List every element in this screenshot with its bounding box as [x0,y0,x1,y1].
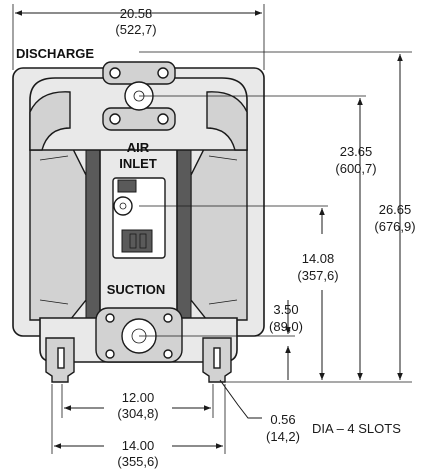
dim-slot-spacing-value: 12.00 [122,390,155,405]
dim-overall-height-value: 26.65 [379,202,412,217]
label-discharge: DISCHARGE [16,46,94,61]
dim-discharge-height-metric: (600,7) [335,161,376,176]
dim-suction-height-value: 3.50 [273,302,298,317]
dim-air-inlet-height-metric: (357,6) [297,268,338,283]
extension-lines [12,4,412,454]
dim-overall-height-metric: (676,9) [374,219,415,234]
dim-slot-spacing-metric: (304,8) [117,406,158,421]
dim-top-width-value: 20.58 [120,6,153,21]
label-suction: SUCTION [107,282,166,297]
dim-top-width-metric: (522,7) [115,22,156,37]
dim-base-width-metric: (355,6) [117,454,158,469]
dim-slot-dia-metric: (14,2) [266,429,300,444]
label-air: AIR [127,140,150,155]
dim-base-width-value: 14.00 [122,438,155,453]
dim-slot-dia-value: 0.56 [270,412,295,427]
dim-air-inlet-height-value: 14.08 [302,251,335,266]
label-slots: DIA – 4 SLOTS [312,421,401,436]
dim-discharge-height-value: 23.65 [340,144,373,159]
dim-suction-height-metric: (89,0) [269,319,303,334]
dimension-lines [15,10,403,449]
pump-illustration [12,61,265,383]
label-inlet: INLET [119,156,157,171]
